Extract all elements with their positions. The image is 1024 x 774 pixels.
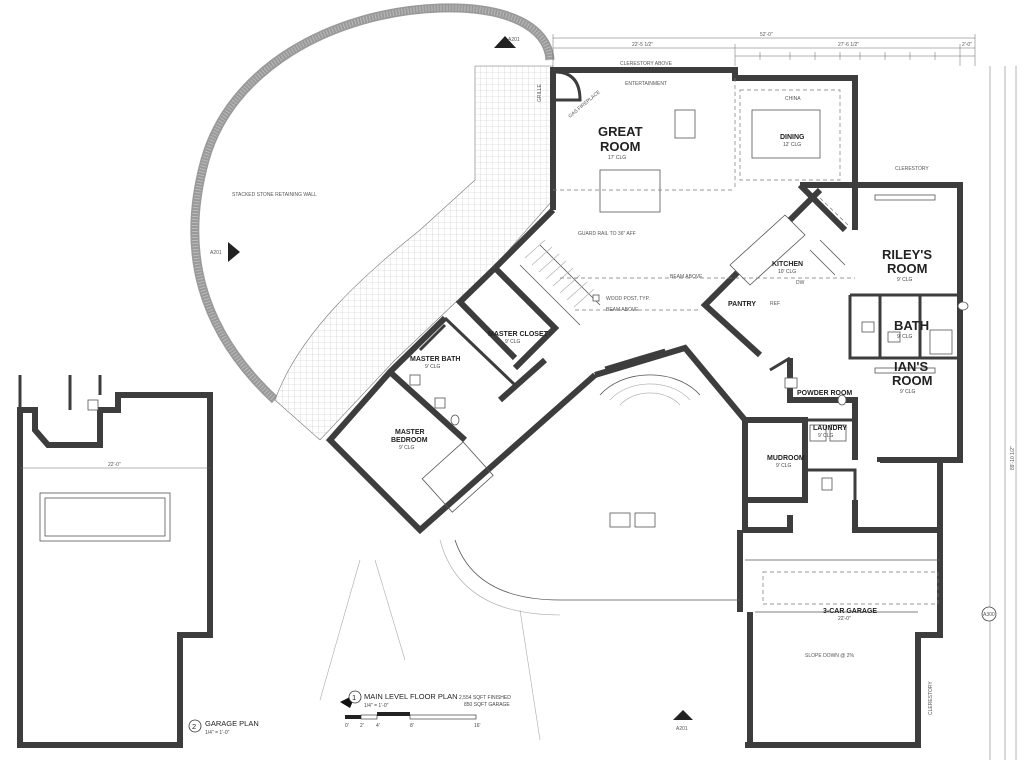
china-note: CHINA: [785, 96, 801, 102]
interior-details: [319, 70, 969, 741]
master-bath-ceiling: 9' CLG: [425, 364, 441, 370]
top-dimensions: 52'-0" 22'-5 1/2" 27'-6 1/2" 2'-0": [552, 32, 976, 66]
guard-rail-note: GUARD RAIL TO 36" AFF: [578, 231, 636, 237]
dw-note: DW: [796, 280, 805, 286]
master-bedroom-label-2: BEDROOM: [391, 437, 428, 444]
mudroom-label: MUDROOM: [767, 455, 805, 462]
section-marker-top: A201: [494, 36, 520, 48]
rileys-room-label-1: RILEY'S: [882, 247, 932, 262]
great-room-label-1: GREAT: [598, 124, 643, 139]
house-walls: [325, 67, 963, 748]
dim-right-overall: 89'-10 1/2": [1010, 446, 1016, 470]
dim-overall-top: 52'-0": [760, 32, 773, 38]
garage-label: 3-CAR GARAGE: [823, 608, 877, 615]
mudroom-ceiling: 9' CLG: [776, 463, 792, 469]
svg-text:A201: A201: [210, 250, 222, 256]
fireplace-note: GAS FIREPLACE: [567, 89, 602, 120]
scale-0: 0': [345, 723, 349, 729]
garage-plan-number: 2: [192, 722, 196, 731]
master-bedroom-ceiling: 9' CLG: [399, 445, 415, 451]
garage-plan: 22'-0": [17, 375, 213, 748]
clerestory-lower-note: CLERESTORY: [928, 681, 934, 715]
scale-8: 8': [410, 723, 414, 729]
dim-seg-2: 27'-6 1/2": [838, 42, 859, 48]
dining-label: DINING: [780, 134, 805, 141]
entertainment-note: ENTERTAINMENT: [625, 81, 667, 87]
scale-bar: 0' 2' 4' 8' 16': [345, 712, 481, 729]
section-marker-right: A300: [981, 606, 997, 622]
garage-plan-title: GARAGE PLAN: [205, 719, 259, 728]
garage-plan-scale: 1/4" = 1'-0": [205, 730, 230, 736]
dim-garage-width: 22'-0": [108, 462, 121, 468]
main-plan-number: 1: [352, 693, 356, 702]
kitchen-label: KITCHEN: [772, 261, 803, 268]
great-room-ceiling: 17' CLG: [608, 155, 626, 161]
master-bath-label: MASTER BATH: [410, 356, 460, 363]
garage-sqft: 850 SQFT GARAGE: [464, 702, 510, 708]
laundry-label: LAUNDRY: [813, 425, 847, 432]
great-room-label-2: ROOM: [600, 139, 640, 154]
bath-label: BATH: [894, 318, 929, 333]
scale-16: 16': [474, 723, 481, 729]
retaining-wall: [190, 3, 555, 404]
clerestory-top-note: CLERESTORY ABOVE: [620, 61, 673, 67]
svg-text:A201: A201: [676, 726, 688, 732]
master-bedroom-label-1: MASTER: [395, 429, 425, 436]
section-marker-bottom: A201: [673, 710, 693, 732]
dining-ceiling: 12' CLG: [783, 142, 801, 148]
kitchen-ceiling: 10' CLG: [778, 269, 796, 275]
scale-2: 2': [360, 723, 364, 729]
clerestory-right-note: CLERESTORY: [895, 166, 929, 172]
master-closet-label: MASTER CLOSET: [488, 331, 549, 338]
scale-4: 4': [376, 723, 380, 729]
garage-ceiling: 22'-0": [838, 616, 851, 622]
ians-room-label-2: ROOM: [892, 373, 932, 388]
slope-note: SLOPE DOWN @ 2%: [805, 653, 855, 659]
dim-seg-3: 2'-0": [962, 42, 972, 48]
grille-note: GRILLE: [537, 84, 543, 102]
right-dimensions: 89'-10 1/2": [989, 66, 1017, 760]
section-marker-left: A201: [210, 242, 240, 262]
ref-note: REF: [770, 301, 780, 307]
room-labels: GREAT ROOM 17' CLG DINING 12' CLG KITCHE…: [391, 124, 932, 622]
garage-title-block: 2 GARAGE PLAN 1/4" = 1'-0": [188, 719, 259, 736]
dining-table: [751, 109, 821, 159]
main-plan-scale: 1/4" = 1'-0": [364, 703, 389, 709]
beam-above-note-1: BEAM ABOVE: [670, 274, 703, 280]
bath-ceiling: 9' CLG: [897, 334, 913, 340]
rileys-room-ceiling: 9' CLG: [897, 277, 913, 283]
ians-room-ceiling: 9' CLG: [900, 389, 916, 395]
main-title-block: 1 MAIN LEVEL FLOOR PLAN 1/4" = 1'-0" 2,5…: [340, 690, 511, 729]
pantry-label: PANTRY: [728, 301, 756, 308]
laundry-ceiling: 9' CLG: [818, 433, 834, 439]
retaining-wall-note: STACKED STONE RETAINING WALL: [232, 192, 317, 198]
powder-room-label: POWDER ROOM: [797, 390, 852, 397]
finished-sqft: 2,554 SQFT FINISHED: [459, 695, 511, 701]
main-plan-title: MAIN LEVEL FLOOR PLAN: [364, 692, 458, 701]
ians-room-label-1: IAN'S: [894, 359, 928, 374]
rileys-room-label-2: ROOM: [887, 261, 927, 276]
svg-text:A300: A300: [983, 612, 995, 618]
stair: [519, 239, 601, 326]
svg-text:A201: A201: [508, 37, 520, 43]
wood-post-note: WOOD POST, TYP.: [606, 296, 650, 302]
master-closet-ceiling: 9' CLG: [505, 339, 521, 345]
beam-above-note-2: BEAM ABOVE: [606, 307, 639, 313]
dim-seg-1: 22'-5 1/2": [632, 42, 653, 48]
section-markers: A201 A201 A300 A201: [210, 36, 997, 732]
deck: [274, 65, 554, 441]
